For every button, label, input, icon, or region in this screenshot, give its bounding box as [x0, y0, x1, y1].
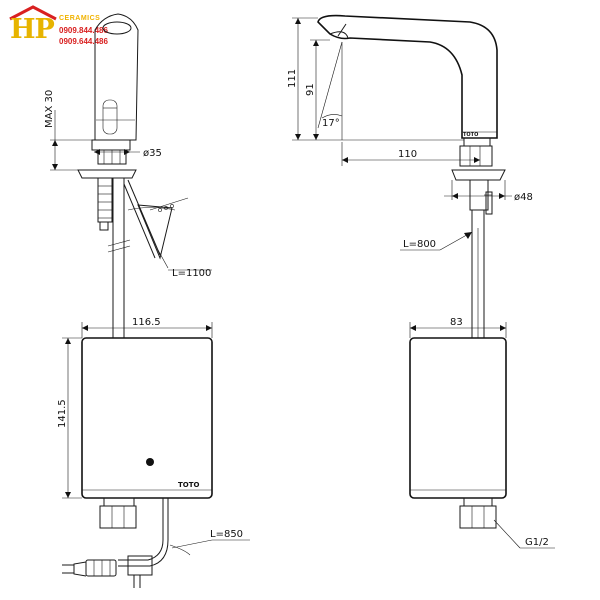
logo-brand-text: CERAMICS [59, 15, 101, 22]
dim-dia-48: ø48 [514, 192, 533, 203]
side-dimension-lines [292, 17, 555, 549]
front-view: MAX 30 ø35 L=1100 116.5 141.5 L=850 TOTO [44, 13, 250, 588]
logo-mark: HP [10, 14, 55, 45]
dim-thread-g-1-2: G1/2 [525, 537, 549, 548]
dim-height-91: 91 [305, 83, 316, 96]
dim-dia-35: ø35 [143, 148, 162, 159]
side-faucet-body [317, 14, 498, 147]
front-sensor-cable [123, 179, 189, 260]
logo-phone-1: 0909.844.486 [59, 26, 108, 35]
front-mounting [77, 139, 137, 231]
front-power-cable [118, 498, 191, 588]
dim-height-111: 111 [287, 69, 298, 88]
front-faucet-body [94, 13, 139, 141]
dim-max-30: MAX 30 [44, 90, 55, 128]
body-brand-label: TOTO [178, 481, 200, 489]
dim-width-116-5: 116.5 [132, 317, 161, 328]
front-dimension-lines [50, 110, 250, 549]
dim-width-83: 83 [450, 317, 463, 328]
side-view: 111 91 17° 110 ø48 L=800 83 G1/2 TOTO [287, 14, 555, 549]
dim-height-141-5: 141.5 [57, 399, 68, 428]
front-control-box [81, 337, 213, 529]
logo-phone-2: 0909.644.486 [59, 37, 108, 46]
power-plug-icon [62, 559, 117, 577]
dim-l-800: L=800 [403, 239, 436, 250]
dim-angle-17: 17° [322, 118, 340, 129]
house-roof-icon [9, 5, 57, 21]
dim-l-1100: L=1100 [172, 268, 211, 279]
side-supply-pipe [471, 210, 485, 338]
spout-brand-label: TOTO [463, 132, 478, 138]
brand-logo: HP CERAMICS 0909.844.486 0909.644.486 [4, 2, 122, 50]
front-supply-pipe [107, 178, 131, 338]
dim-l-850: L=850 [210, 529, 243, 540]
side-mounting [451, 145, 506, 215]
side-control-box [409, 337, 507, 529]
dim-reach-110: 110 [398, 149, 417, 160]
